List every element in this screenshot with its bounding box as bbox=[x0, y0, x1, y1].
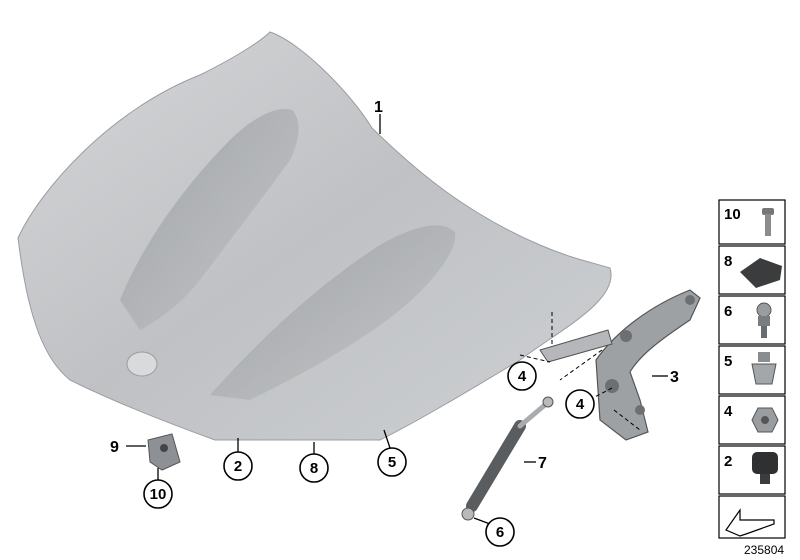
hood-panel bbox=[17, 31, 612, 441]
legend-label-2: 2 bbox=[724, 453, 732, 470]
hood-hinge bbox=[539, 289, 701, 441]
callout-6-leader bbox=[473, 517, 491, 525]
hex-nut-icon bbox=[751, 407, 779, 433]
legend-label-5: 5 bbox=[724, 353, 732, 370]
callout-6: 6 bbox=[496, 524, 504, 541]
callout-6-circle bbox=[485, 517, 515, 547]
arrow-icon bbox=[725, 508, 775, 537]
reference-number: 235804 bbox=[744, 543, 784, 557]
callout-4-lower-circle bbox=[565, 389, 595, 419]
expanding-rivet-icon bbox=[751, 352, 777, 385]
callout-1: 1 bbox=[374, 99, 383, 116]
callout-2: 2 bbox=[234, 458, 242, 475]
legend-row-6 bbox=[718, 295, 786, 345]
legend-label-8: 8 bbox=[724, 253, 732, 270]
callout-4-lower: 4 bbox=[576, 396, 585, 413]
legend-row-10 bbox=[718, 199, 786, 245]
callout-2-circle bbox=[223, 451, 253, 481]
callout-5-leader bbox=[383, 429, 391, 449]
callout-5-circle bbox=[377, 447, 407, 477]
guide-lines bbox=[519, 312, 641, 431]
callout-9: 9 bbox=[110, 439, 119, 456]
rubber-buffer-icon bbox=[740, 258, 782, 288]
blind-rivet-icon bbox=[762, 208, 774, 236]
legend-label-10: 10 bbox=[724, 206, 741, 223]
callout-8-circle bbox=[299, 453, 329, 483]
emblem-icon bbox=[126, 351, 158, 377]
callout-10: 10 bbox=[150, 486, 167, 503]
ball-stud-icon bbox=[756, 302, 772, 338]
callout-10-circle bbox=[143, 479, 173, 509]
callout-7: 7 bbox=[538, 455, 547, 472]
callout-8: 8 bbox=[310, 460, 318, 477]
callout-5: 5 bbox=[388, 454, 396, 471]
rubber-stop-icon bbox=[752, 452, 778, 484]
gas-strut bbox=[461, 396, 554, 521]
legend-label-4: 4 bbox=[724, 403, 733, 420]
legend-panel: 10 8 6 5 4 2 bbox=[718, 199, 786, 539]
callout-4-upper-circle bbox=[507, 361, 537, 391]
legend-label-6: 6 bbox=[724, 303, 732, 320]
callout-4-upper: 4 bbox=[518, 368, 527, 385]
hood-bracket bbox=[147, 433, 181, 471]
callout-3: 3 bbox=[670, 369, 679, 386]
